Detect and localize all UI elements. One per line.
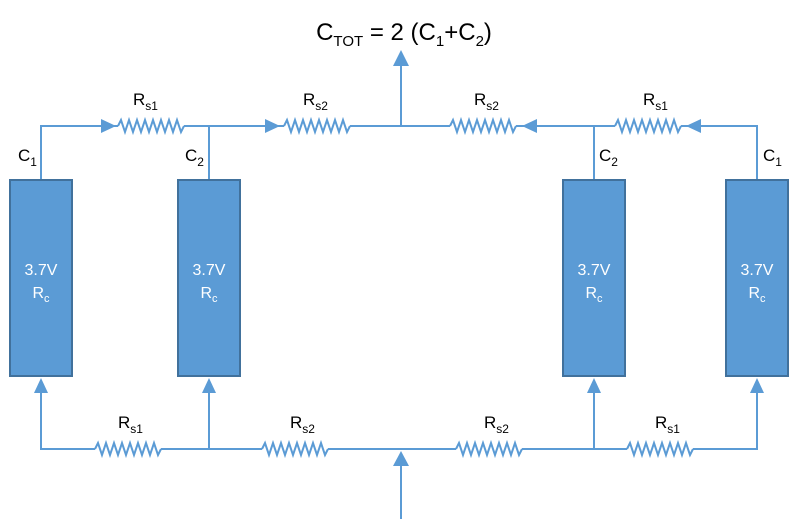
label-c2-right: C2 [599, 146, 618, 169]
resistor-rs1-bottom-left [94, 439, 162, 459]
label-rs2-top-right: Rs2 [474, 90, 499, 113]
arrow-right-icon [265, 119, 280, 133]
cell-voltage: 3.7V [578, 262, 611, 279]
bottom-wiring [34, 378, 764, 519]
arrow-left-icon [522, 119, 537, 133]
resistor-rs2-top-right [449, 116, 517, 136]
cell-body [177, 179, 241, 377]
battery-cell-2: 3.7V Rc [177, 179, 241, 377]
battery-cell-3: 3.7V Rc [562, 179, 626, 377]
resistor-rs1-top-left [117, 116, 185, 136]
cell-body [725, 179, 789, 377]
resistor-rs2-bottom-left [261, 439, 329, 459]
total-capacity-formula: CTOT = 2 (C1+C2) [316, 19, 492, 50]
resistor-rs1-top-right [614, 116, 682, 136]
arrow-up-icon [34, 378, 48, 393]
cell-resistance: Rc [585, 285, 603, 305]
top-wiring [40, 116, 758, 180]
arrow-up-icon [750, 378, 764, 393]
arrow-up-icon [587, 378, 601, 393]
label-rs1-top-right: Rs1 [643, 90, 668, 113]
label-rs2-top-left: Rs2 [303, 90, 328, 113]
arrow-up-icon [393, 451, 409, 466]
wire [40, 125, 118, 180]
label-rs1-bottom-left: Rs1 [118, 413, 143, 436]
cell-body [9, 179, 73, 377]
battery-cell-1: 3.7V Rc [9, 179, 73, 377]
wire [693, 393, 758, 450]
label-c1-right: C1 [763, 146, 782, 169]
resistor-rs2-top-left [283, 116, 351, 136]
label-c2-left: C2 [185, 146, 204, 169]
label-rs1-top-left: Rs1 [133, 90, 158, 113]
arrow-up-icon [202, 378, 216, 393]
resistor-rs1-bottom-right [626, 439, 694, 459]
label-c1-left: C1 [18, 146, 37, 169]
cell-voltage: 3.7V [741, 262, 774, 279]
cell-resistance: Rc [32, 285, 50, 305]
cell-resistance: Rc [748, 285, 766, 305]
cell-resistance: Rc [200, 285, 218, 305]
cell-voltage: 3.7V [25, 262, 58, 279]
label-rs1-bottom-right: Rs1 [655, 413, 680, 436]
label-rs2-bottom-left: Rs2 [290, 413, 315, 436]
cell-body [562, 179, 626, 377]
label-rs2-bottom-right: Rs2 [484, 413, 509, 436]
top-output-arrow [393, 50, 409, 66]
resistor-rs2-bottom-right [455, 439, 523, 459]
wire [40, 393, 95, 450]
arrow-right-icon [101, 119, 116, 133]
cell-voltage: 3.7V [193, 262, 226, 279]
wire [681, 125, 758, 180]
arrow-left-icon [686, 119, 701, 133]
battery-cell-4: 3.7V Rc [725, 179, 789, 377]
